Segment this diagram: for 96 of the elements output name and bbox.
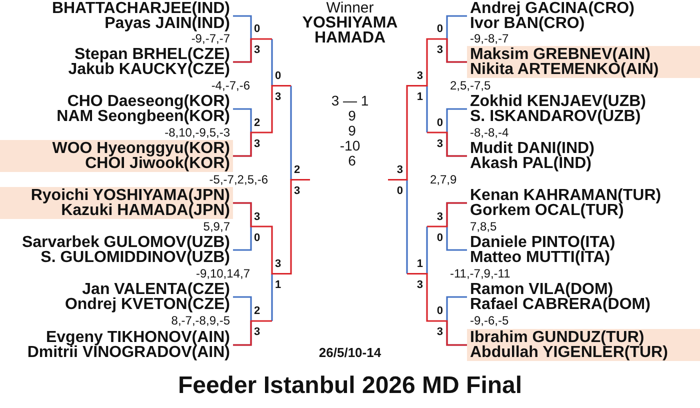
player-name: Ivor BAN(CRO) <box>470 16 585 31</box>
match-score: 0 <box>396 185 403 197</box>
match-score: 3 <box>275 91 282 103</box>
player-name: Zokhid KENJAEV(UZB) <box>470 94 646 109</box>
final-game-score: -10 <box>340 138 360 154</box>
game-scores: -9,10,14,7 <box>196 267 250 280</box>
bracket-line <box>233 84 291 157</box>
match-score: 3 <box>254 210 260 222</box>
game-scores: 5,9,7 <box>203 220 230 233</box>
player-name: Ryoichi YOSHIYAMA(JPN) <box>30 188 230 203</box>
game-scores: -9,-8,-7 <box>470 32 509 46</box>
match-score: 2 <box>294 164 300 176</box>
match-score: 3 <box>436 326 443 338</box>
match-score: 0 <box>254 232 260 244</box>
player-name: CHO Daeseong(KOR) <box>67 94 230 109</box>
winner-heading: Winner <box>326 0 374 16</box>
match-score: 3 <box>396 164 403 176</box>
player-name: S. GULOMIDDINOV(UZB) <box>40 250 230 265</box>
player-name: Kenan KAHRAMAN(TUR) <box>470 188 662 203</box>
match-score: 2 <box>254 116 260 128</box>
match-score: 3 <box>294 185 300 197</box>
player-name: Rafael CABRERA(DOM) <box>470 297 650 312</box>
winner-name: HAMADA <box>314 30 386 46</box>
match-score: 3 <box>254 138 260 150</box>
final-game-score: 9 <box>348 124 356 138</box>
match-score: 0 <box>275 70 282 82</box>
final-match-score: 3 — 1 <box>331 94 369 108</box>
player-name: Evgeny TIKHONOV(AIN) <box>46 330 230 345</box>
player-name: Jakub KAUCKY(CZE) <box>68 62 230 77</box>
game-scores: -4,-7,-6 <box>211 79 250 92</box>
player-name: Ibrahim GUNDUZ(TUR) <box>470 330 644 345</box>
game-scores: -11,-7,9,-11 <box>450 267 510 280</box>
highlighted-team-entry <box>0 140 233 172</box>
game-scores: -8,-8,-4 <box>470 126 509 139</box>
bracket-line <box>233 178 310 275</box>
match-score: 3 <box>416 70 423 82</box>
highlighted-team-entry <box>467 46 700 78</box>
player-name: Daniele PINTO(ITA) <box>470 235 616 250</box>
game-scores: -9,-6,-5 <box>470 314 509 328</box>
bracket-line <box>233 38 272 63</box>
game-scores: -8,10,-9,5,-3 <box>164 126 230 139</box>
game-scores: -5,-7,2,5,-6 <box>209 173 268 186</box>
player-name: Andrej GACINA(CRO) <box>470 1 634 16</box>
final-game-score: 9 <box>348 108 356 124</box>
player-name: CHOI Jiwook(KOR) <box>85 156 230 171</box>
player-name: Jan VALENTA(CZE) <box>82 282 230 297</box>
match-score: 1 <box>275 279 282 291</box>
player-name: Akash PAL(IND) <box>470 156 592 171</box>
match-score: 0 <box>436 232 443 244</box>
match-score: 3 <box>416 279 423 291</box>
bracket-line <box>407 272 467 346</box>
player-name: Ramon VILA(DOM) <box>470 282 614 297</box>
player-name: Nikita ARTEMENKO(AIN) <box>470 62 659 77</box>
game-scores: 8,-7,-8,9,-5 <box>171 314 230 328</box>
highlighted-team-entry <box>467 329 700 361</box>
player-name: Payas JAIN(IND) <box>104 16 230 31</box>
player-name: Gorkem OCAL(TUR) <box>470 203 624 218</box>
player-name: S. ISKANDAROV(UZB) <box>470 109 641 124</box>
player-name: Ondrej KVETON(CZE) <box>64 297 230 312</box>
bracket-line <box>427 202 467 228</box>
winner-name: YOSHIYAMA <box>302 16 398 30</box>
game-scores: 7,8,5 <box>470 220 497 233</box>
final-game-score: 6 <box>348 154 356 168</box>
title: Feeder Istanbul 2026 MD Final <box>178 372 522 400</box>
player-name: Sarvarbek GULOMOV(UZB) <box>22 235 230 250</box>
match-score: 3 <box>254 326 260 338</box>
game-scores: -9,-7,-7 <box>191 32 230 46</box>
game-scores: 2,5,-7,5 <box>450 79 491 92</box>
match-score: 1 <box>416 91 423 103</box>
player-name: Mudit DANI(IND) <box>470 141 594 156</box>
bracket-line <box>388 38 467 181</box>
player-name: Stepan BRHEL(CZE) <box>74 47 230 62</box>
game-scores: 2,7,9 <box>430 173 457 186</box>
match-score: 3 <box>436 210 443 222</box>
player-name: NAM Seongbeen(KOR) <box>56 109 230 124</box>
player-name: Maksim GREBNEV(AIN) <box>470 47 650 62</box>
match-score: 3 <box>436 44 443 56</box>
highlighted-team-entry <box>0 187 233 219</box>
player-name: Dmitrii VINOGRADOV(AIN) <box>27 345 230 360</box>
player-name: Matteo MUTTI(ITA) <box>470 250 610 265</box>
bracket-line <box>427 132 467 157</box>
player-name: Abdullah YIGENLER(TUR) <box>470 345 668 360</box>
bracket-line <box>233 320 272 346</box>
player-name: Kazuki HAMADA(JPN) <box>61 203 230 218</box>
match-score: 0 <box>254 23 260 35</box>
match-score: 1 <box>416 258 423 270</box>
match-score: 3 <box>275 258 282 270</box>
match-score: 0 <box>436 305 443 317</box>
match-score: 0 <box>436 116 443 128</box>
player-name: WOO Hyeonggyu(KOR) <box>52 141 230 156</box>
match-score: 3 <box>436 138 443 150</box>
match-score: 3 <box>254 44 260 56</box>
match-score: 2 <box>254 305 260 317</box>
match-score: 0 <box>436 23 443 35</box>
event-dates: 26/5/10-14 <box>318 346 382 360</box>
player-name: BHATTACHARJEE(IND) <box>52 1 230 16</box>
